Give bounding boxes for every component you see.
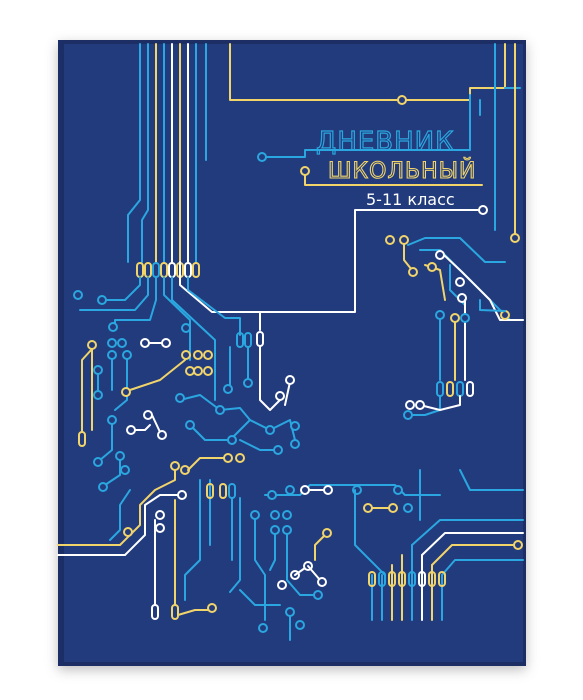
main-white-trace (179, 209, 363, 313)
title-line-1: ДНЕВНИК (316, 127, 455, 157)
left-node-cluster (78, 338, 213, 447)
right-node-cluster (385, 235, 524, 420)
circuit-pattern (57, 43, 524, 641)
grade-label: 5-11 класс (366, 190, 455, 209)
title-line-2: ШКОЛЬНЫЙ (328, 158, 477, 184)
top-vertical-traces (127, 43, 207, 263)
spine-edge (58, 40, 64, 666)
book-body (58, 40, 526, 666)
title-block: ДНЕВНИК ШКОЛЬНЫЙ 5-11 класс (315, 126, 477, 209)
bottom-right-bus (354, 489, 524, 621)
